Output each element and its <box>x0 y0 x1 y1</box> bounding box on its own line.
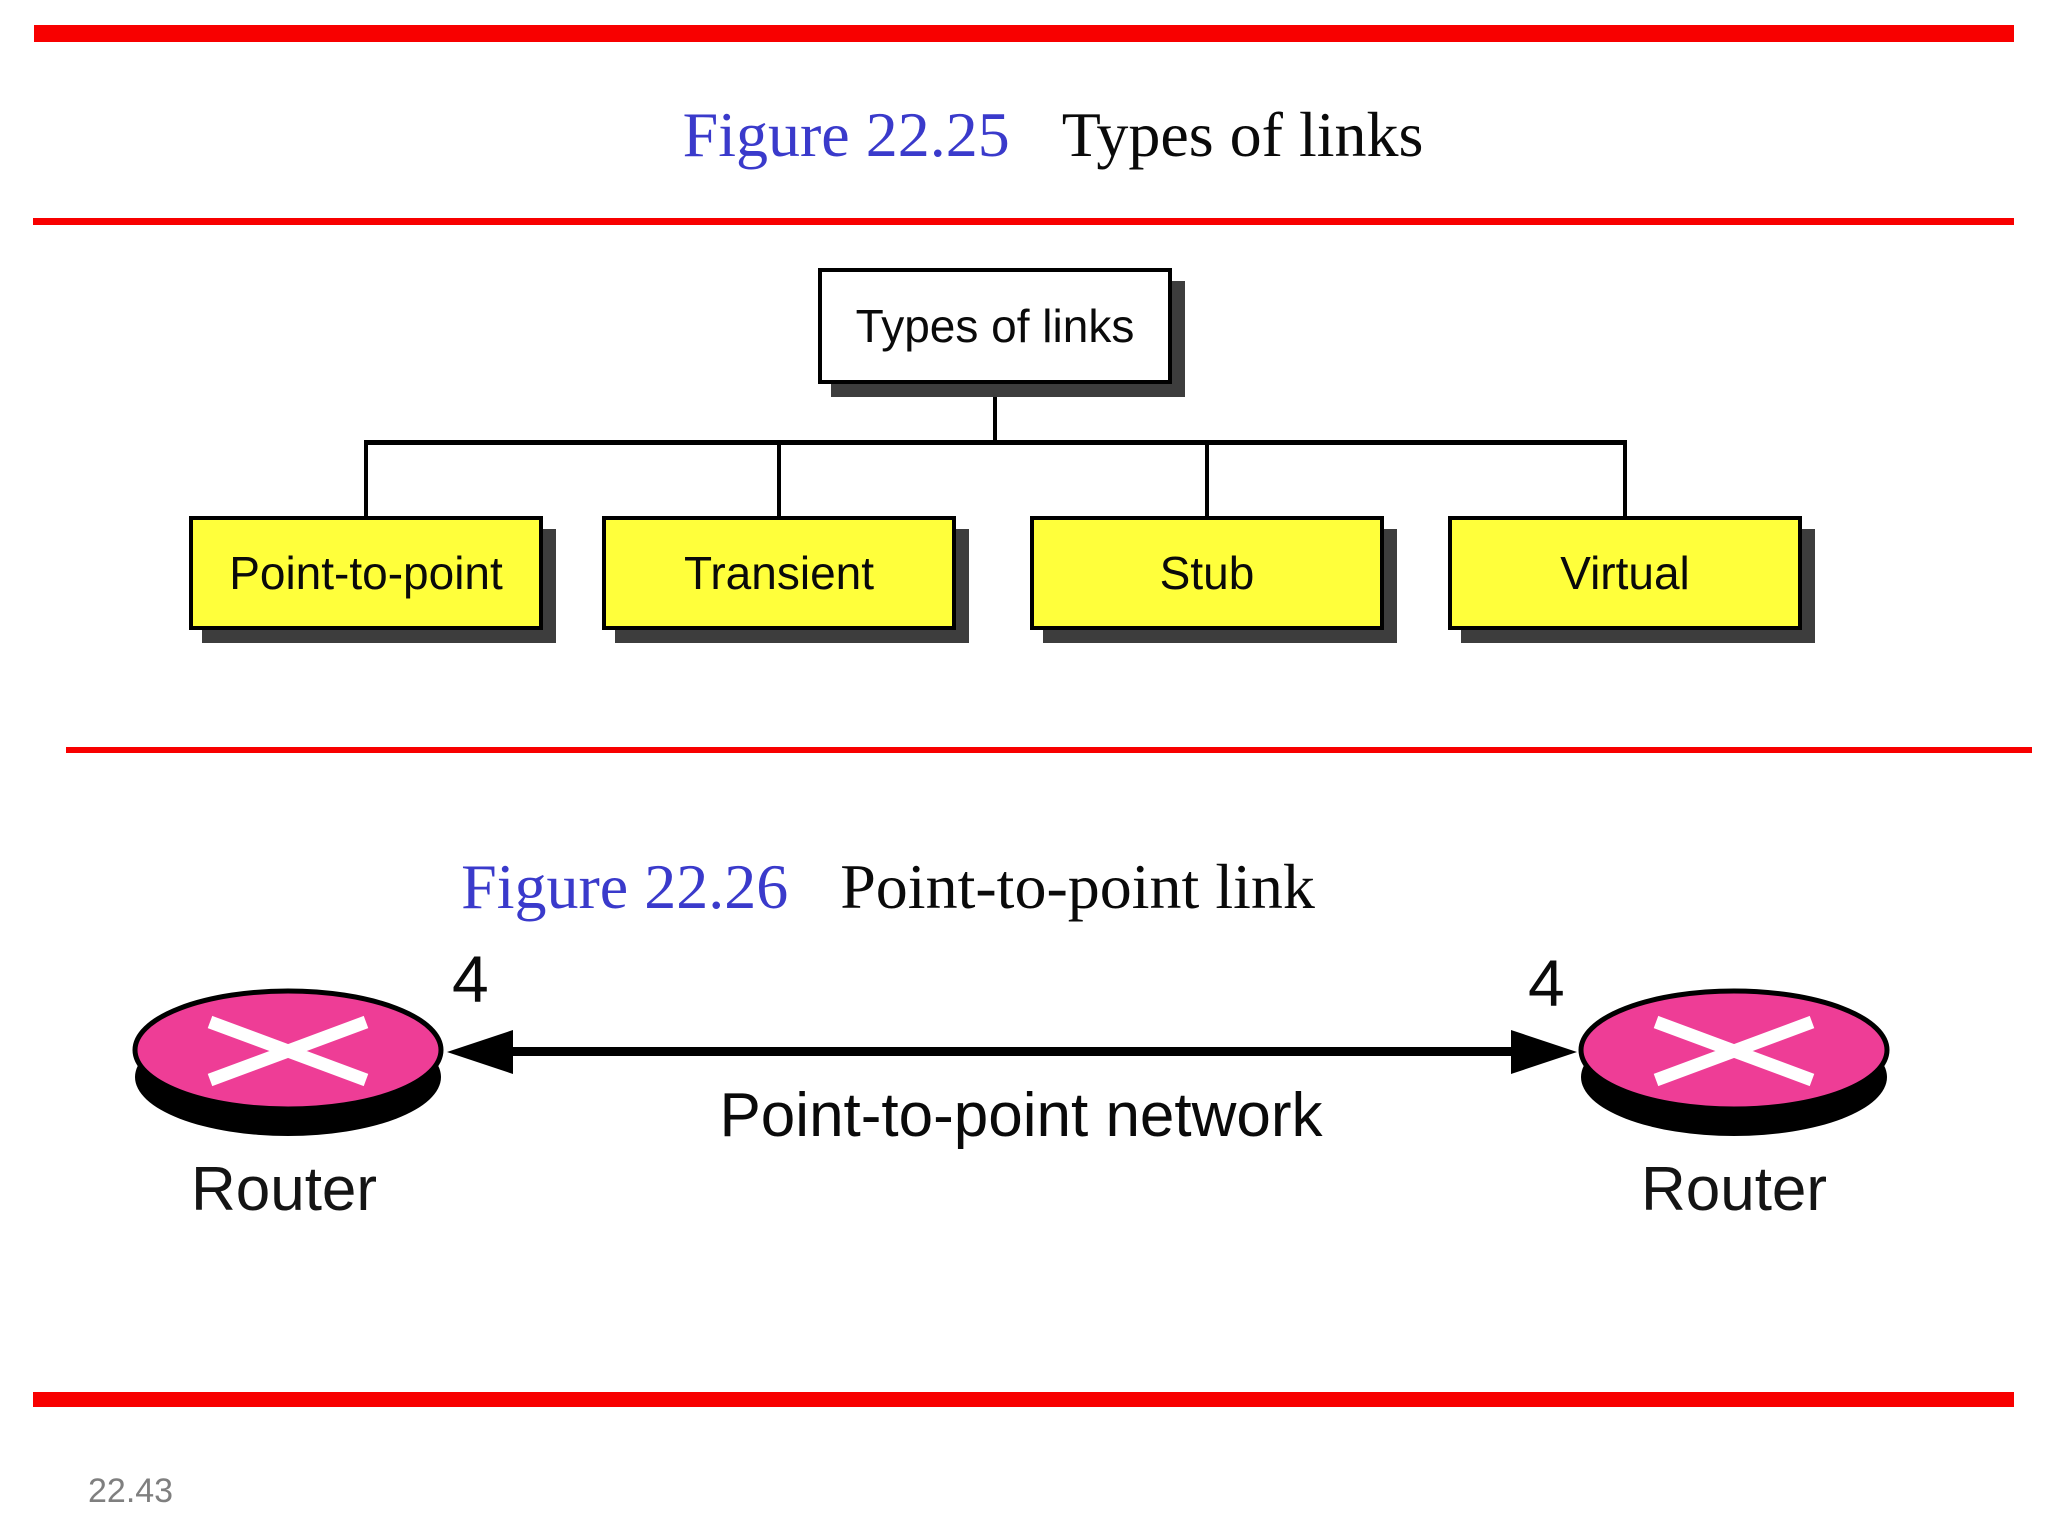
router-icon-left <box>132 988 444 1140</box>
arrowhead-right-icon <box>1511 1030 1577 1074</box>
divider-line-bottom <box>33 1392 2014 1407</box>
tree-connector-drop-1 <box>364 445 368 516</box>
interface-number-left: 4 <box>452 942 489 1016</box>
divider-line-between-figures <box>66 747 2032 753</box>
router-icon-right <box>1578 988 1890 1140</box>
tree-connector-drop-2 <box>777 445 781 516</box>
tree-connector-horizontal <box>364 440 1627 445</box>
router-label-right: Router <box>1640 1155 1828 1224</box>
divider-line-under-title <box>33 218 2014 225</box>
figure1-caption-title: Types of links <box>1061 99 1424 170</box>
figure2-caption-title: Point-to-point link <box>840 851 1315 922</box>
interface-number-right: 4 <box>1528 946 1565 1020</box>
tree-leaf-box-stub: Stub <box>1030 516 1384 630</box>
figure1-caption: Figure 22.25 Types of links <box>29 99 2048 170</box>
router-icon <box>1578 988 1890 1136</box>
tree-connector-drop-4 <box>1623 445 1627 516</box>
tree-leaf-box-virtual: Virtual <box>1448 516 1802 630</box>
tree-leaf-label: Transient <box>683 547 875 599</box>
tree-leaf-label: Point-to-point <box>229 547 503 599</box>
link-arrow-shaft <box>505 1047 1518 1056</box>
tree-leaf-box-point-to-point: Point-to-point <box>189 516 543 630</box>
tree-leaf-label: Stub <box>1159 547 1255 599</box>
figure2-caption: Figure 22.26 Point-to-point link <box>0 851 1776 922</box>
arrowhead-left-icon <box>447 1030 513 1074</box>
divider-line-top <box>34 25 2014 42</box>
tree-leaf-box-transient: Transient <box>602 516 956 630</box>
tree-connector-root <box>993 384 997 445</box>
tree-connector-drop-3 <box>1205 445 1209 516</box>
page-number: 22.43 <box>88 1472 174 1510</box>
figure1-caption-number: Figure 22.25 <box>682 99 1010 170</box>
tree-leaf-label: Virtual <box>1560 547 1690 599</box>
link-label: Point-to-point network <box>719 1081 1323 1150</box>
tree-root-box: Types of links <box>818 268 1172 384</box>
tree-root-label: Types of links <box>855 300 1135 352</box>
router-icon <box>132 988 444 1136</box>
router-label-left: Router <box>190 1155 378 1224</box>
figure2-caption-number: Figure 22.26 <box>461 851 789 922</box>
